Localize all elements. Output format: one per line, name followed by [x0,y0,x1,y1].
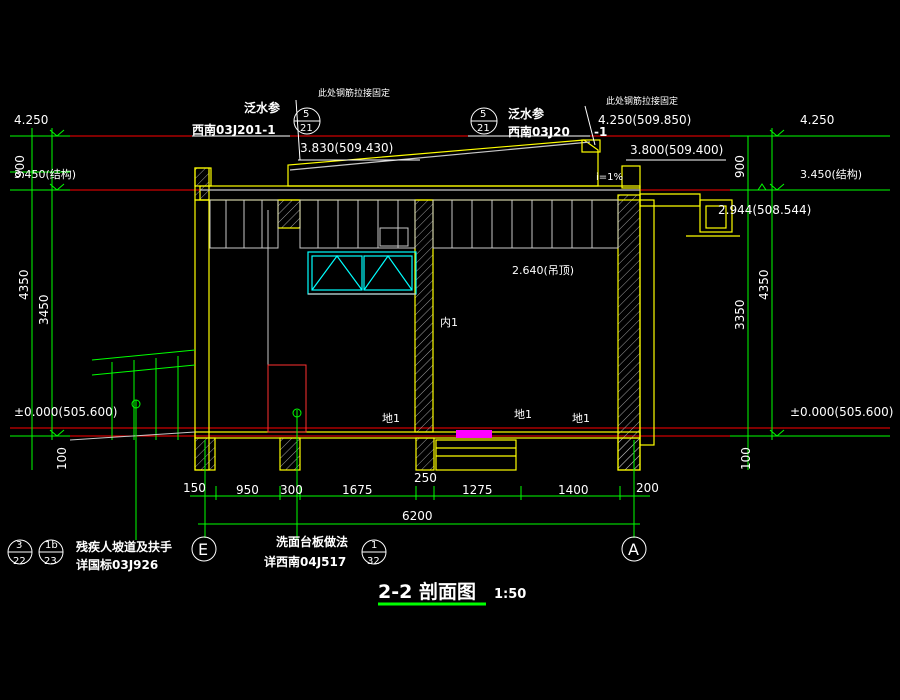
vdim-left-900: 900 [13,155,27,178]
vdim-right-100: 100 [739,447,753,470]
detail-index-circles [7,107,498,565]
note-slope: i=1% [596,172,623,183]
elev-roof-right: 4.250(509.850) [598,113,691,127]
room-floor3: 地1 [572,412,590,425]
note-ramp-p2: 23 [44,556,57,567]
note-ramp-n1: 3 [16,540,22,551]
ramp-handrail [69,349,196,441]
elev-canopy: 2.944(508.544) [718,203,811,217]
note-basin-page: 32 [367,556,380,567]
elev-ceiling: 2.640(吊顶) [512,264,574,277]
note-basin-title: 洗面台板做法 [276,534,348,549]
vdim-right-3350: 3350 [733,299,747,330]
note-ramp-title: 残疾人坡道及扶手 [76,539,172,554]
elev-parapet-right: 3.800(509.400) [630,143,723,157]
axis-label-e: E [198,540,208,559]
elev-roof-left: 3.830(509.430) [300,141,393,155]
room-inner1: 内1 [440,315,458,329]
note-fs-right-ref: 西南03J20 [508,124,570,139]
note-ramp-p1: 22 [13,556,26,567]
note-basin-ref: 详西南04J517 [264,554,346,569]
vdim-left-3450: 3450 [37,294,51,325]
note-steel-right: 此处钢筋拉接固定 [606,95,678,107]
drawing-scale: 1:50 [494,587,526,602]
hdim-150: 150 [183,481,206,495]
note-ramp-ref: 详国标03J926 [76,557,158,572]
note-steel-left: 此处钢筋拉接固定 [318,87,390,99]
hdim-200: 200 [636,481,659,495]
drawing-title: 2-2 剖面图 [378,580,476,603]
vent-grille [379,227,409,247]
ceiling-grid [209,199,619,433]
mirror-cabinet [307,251,417,295]
vdim-left-100: 100 [55,447,69,470]
room-floor1: 地1 [382,412,400,425]
hdim-total: 6200 [402,509,433,523]
elev-left-top: 4.250 [14,113,48,127]
vdim-right-900: 900 [733,155,747,178]
note-fs-right-num: 5 [480,109,486,120]
floor-drain [456,430,492,438]
note-fs-left: 泛水参 [244,100,281,115]
note-fs-right-page: 21 [477,123,490,134]
horizontal-dimension-lines [190,486,650,530]
elev-left-zero: ±0.000(505.600) [14,405,117,419]
note-fs-right: 泛水参 [508,106,545,121]
elev-right-zero: ±0.000(505.600) [790,405,893,419]
left-dimension-chain [10,128,70,470]
elev-right-struct: 3.450(结构) [800,167,862,181]
right-dimension-chain [730,128,890,470]
hdim-250: 250 [414,471,437,485]
axis-bubble-e [191,536,217,562]
note-fs-right-suffix: -1 [594,125,607,139]
elev-right-top: 4.250 [800,113,834,127]
vdim-right-4350: 4350 [757,269,771,300]
room-floor2: 地1 [514,408,532,421]
hdim-1400: 1400 [558,483,589,497]
hdim-1275: 1275 [462,483,493,497]
note-ramp-n2: 1b [45,540,58,551]
axis-bubble-a [621,536,647,562]
hdim-300: 300 [280,483,303,497]
note-fs-left-num: 5 [303,109,309,120]
note-fs-left-ref: 西南03J201-1 [192,122,276,137]
note-fs-left-page: 21 [300,123,313,134]
elev-left-struct: 3.450(结构) [14,167,76,181]
hdim-950: 950 [236,483,259,497]
axis-label-a: A [628,540,639,559]
note-basin-num: 1 [371,540,377,551]
hdim-1675: 1675 [342,483,373,497]
vdim-left-4350: 4350 [17,269,31,300]
